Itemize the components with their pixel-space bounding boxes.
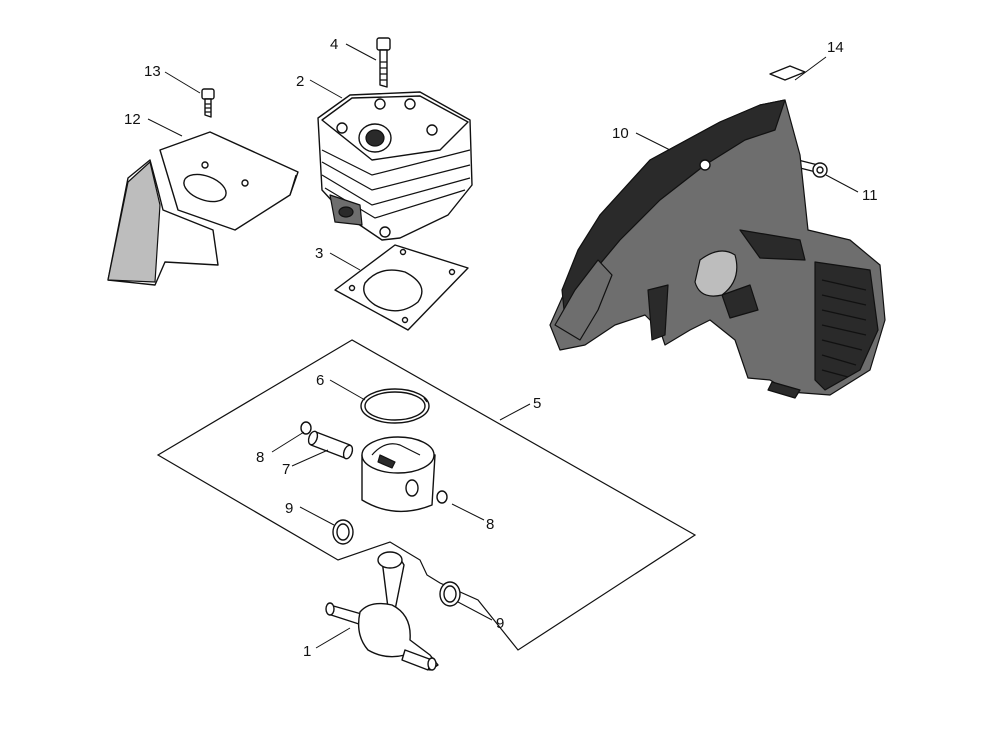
callout-1: 1 — [303, 643, 311, 660]
cylinder-part — [317, 91, 473, 241]
callout-14: 14 — [827, 39, 844, 56]
crankshaft-part — [325, 551, 439, 671]
callout-11: 11 — [862, 187, 878, 204]
piston-ring-part — [360, 388, 430, 424]
callout-8a: 8 — [256, 449, 264, 466]
piston-pin-part — [307, 430, 354, 460]
callout-3: 3 — [315, 245, 323, 262]
callout-10: 10 — [612, 125, 629, 142]
piston-part — [361, 436, 436, 513]
callout-12: 12 — [124, 111, 141, 128]
callout-7: 7 — [282, 461, 290, 478]
callout-13: 13 — [144, 63, 161, 80]
bearing-9b-part — [439, 581, 461, 607]
callout-8b: 8 — [486, 516, 494, 533]
callout-5: 5 — [533, 395, 541, 412]
fan-housing-part — [549, 99, 886, 399]
piston-kit-frame — [156, 339, 697, 651]
circlip-8a-part — [300, 421, 312, 435]
callout-6: 6 — [316, 372, 324, 389]
bolt-11-part — [795, 159, 828, 178]
bearing-9a-part — [332, 519, 354, 545]
label-part — [769, 65, 806, 81]
callout-9b: 9 — [496, 615, 504, 632]
callout-4: 4 — [330, 36, 338, 53]
heat-shield-part — [107, 131, 299, 286]
callout-labels: 1 2 3 4 5 6 7 8 8 9 9 10 11 12 13 14 — [124, 36, 878, 660]
callout-2: 2 — [296, 73, 304, 90]
leader-lines — [147, 43, 859, 649]
callout-9a: 9 — [285, 500, 293, 517]
gasket-part — [334, 244, 469, 331]
circlip-8b-part — [436, 490, 448, 504]
bolt-4-part — [376, 37, 391, 88]
bolt-13-part — [201, 88, 215, 118]
